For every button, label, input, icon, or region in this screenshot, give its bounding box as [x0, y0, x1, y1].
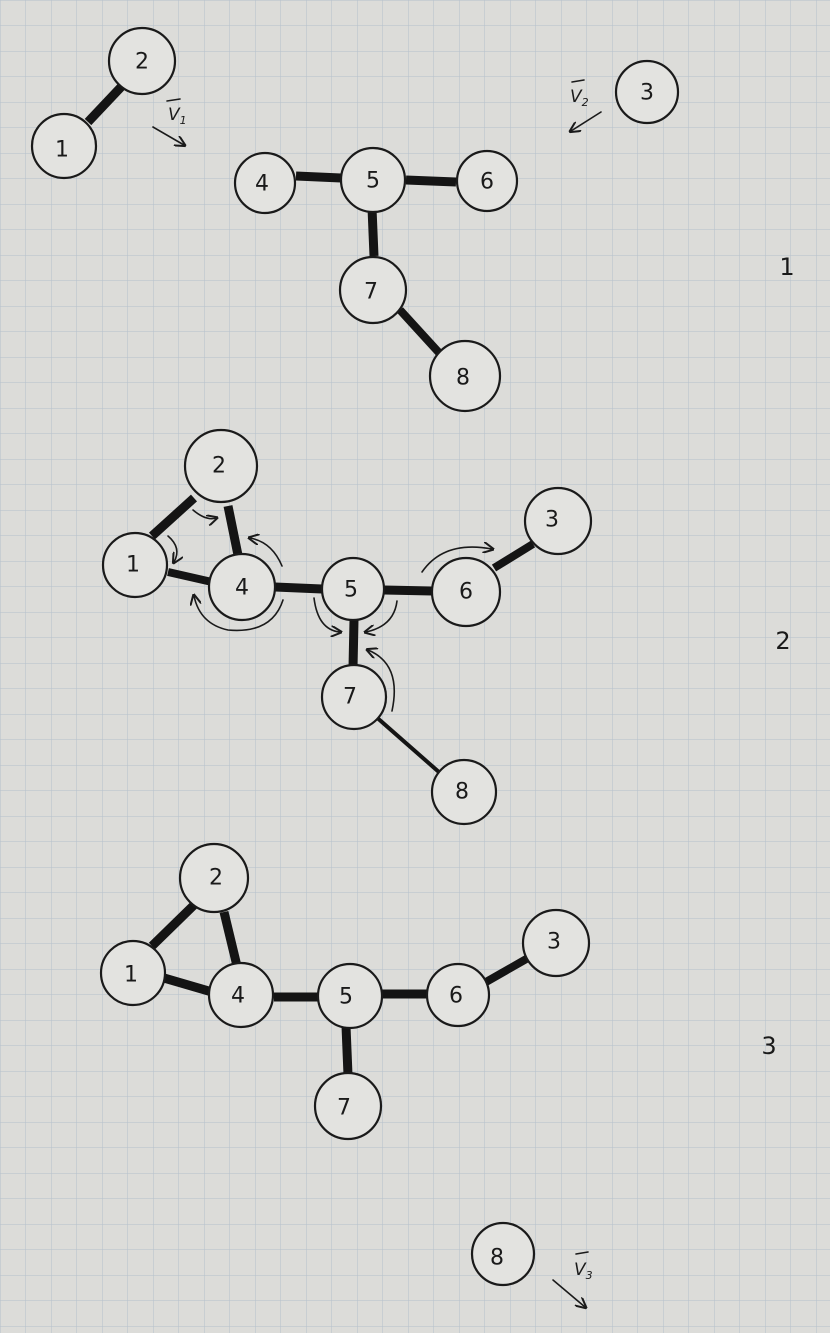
atom-6: 6: [430, 556, 502, 628]
atom-5: 5: [320, 556, 386, 622]
svg-text:5: 5: [339, 985, 353, 1010]
svg-text:7: 7: [337, 1096, 351, 1121]
svg-text:5: 5: [344, 578, 358, 603]
atom-4: 4: [233, 151, 297, 215]
v1-arrow: [152, 126, 184, 145]
atom-4: 4: [207, 552, 277, 622]
svg-text:6: 6: [449, 984, 463, 1009]
v2-arrow: [571, 111, 602, 131]
v3-overbar: [575, 1251, 589, 1255]
svg-text:7: 7: [364, 280, 378, 305]
bond-1-2: [84, 82, 126, 126]
atom-6: 6: [455, 149, 519, 213]
stage-label-1: 1: [779, 253, 794, 281]
bond-1-4: [167, 568, 213, 586]
motion-arrow-4-top: [250, 538, 283, 567]
svg-text:5: 5: [366, 169, 380, 194]
bond-7-8: [372, 713, 442, 775]
atom-3: 3: [521, 908, 591, 978]
svg-text:6: 6: [459, 580, 473, 605]
v3-arrow: [552, 1279, 585, 1307]
velocity-v1: V1: [152, 98, 187, 145]
atom-7: 7: [338, 255, 408, 325]
bond-2-4: [223, 505, 244, 561]
atom-2: 2: [107, 26, 177, 96]
atom-8: 8: [470, 1221, 536, 1287]
stage-label-2: 2: [775, 627, 790, 655]
atom-6: 6: [425, 962, 491, 1028]
atom-4: 4: [207, 961, 275, 1029]
atom-2: 2: [183, 428, 259, 504]
atom-5: 5: [339, 146, 407, 214]
bond-1-2: [148, 901, 198, 950]
motion-arrow-6-top: [421, 547, 492, 573]
bond-2-4: [219, 910, 242, 968]
svg-text:3: 3: [640, 81, 654, 106]
svg-text:2: 2: [212, 454, 226, 479]
v1-overbar: [166, 98, 181, 102]
v3-label: V3: [574, 1260, 593, 1282]
bond-5-7: [348, 619, 359, 669]
svg-text:8: 8: [456, 366, 470, 391]
bond-5-7: [341, 1025, 353, 1076]
atom-1: 1: [99, 939, 167, 1007]
svg-text:3: 3: [545, 508, 559, 533]
motion-arrow-5-left: [313, 597, 340, 632]
atom-7: 7: [320, 663, 388, 731]
svg-text:4: 4: [255, 172, 269, 197]
motion-arrow-2-to-4: [192, 509, 216, 519]
svg-text:8: 8: [490, 1246, 504, 1271]
stage-3: 1 2 3 4 5 6 7 8 V3 3: [99, 842, 777, 1307]
bond-4-5: [274, 582, 323, 594]
bond-5-6: [383, 585, 433, 596]
svg-text:2: 2: [135, 50, 149, 75]
svg-text:8: 8: [455, 780, 469, 805]
atom-5: 5: [316, 962, 384, 1030]
svg-text:4: 4: [235, 576, 249, 601]
motion-arrow-7-right: [368, 650, 396, 712]
motion-arrow-4-bottom: [194, 596, 284, 632]
bond-7-8: [397, 307, 445, 359]
bond-6-3: [484, 954, 530, 986]
bond-5-7: [367, 207, 379, 257]
atom-2: 2: [178, 842, 250, 914]
stage-2: 1 2 3 4 5 6 7 8 2: [101, 428, 791, 826]
bond-1-4: [162, 973, 214, 997]
atom-7: 7: [313, 1071, 383, 1141]
svg-text:6: 6: [480, 170, 494, 195]
svg-text:4: 4: [231, 984, 245, 1009]
svg-text:1: 1: [55, 138, 69, 163]
velocity-v3: V3: [552, 1251, 593, 1307]
atom-1: 1: [101, 531, 169, 599]
bond-1-2: [148, 494, 198, 540]
v2-label: V2: [570, 87, 589, 109]
bond-6-3: [491, 540, 536, 572]
v1-label: V1: [168, 105, 187, 127]
svg-text:3: 3: [547, 930, 561, 955]
atom-3: 3: [614, 59, 680, 125]
svg-text:1: 1: [124, 963, 138, 988]
bond-5-6: [405, 175, 457, 187]
atom-8: 8: [428, 339, 502, 413]
motion-arrow-1-down: [167, 535, 177, 562]
stage-1: 1 2 3 4 5 6 7 8 V1 V2 1: [30, 26, 795, 413]
atom-3: 3: [523, 486, 593, 556]
stage-label-3: 3: [761, 1032, 776, 1060]
v2-overbar: [571, 79, 585, 83]
motion-arrow-5-right: [366, 600, 398, 632]
atom-1: 1: [30, 112, 98, 180]
bond-4-5: [295, 171, 342, 183]
svg-text:1: 1: [126, 553, 140, 578]
velocity-v2: V2: [570, 79, 602, 131]
svg-text:7: 7: [343, 685, 357, 710]
atom-8: 8: [430, 758, 498, 826]
svg-text:2: 2: [209, 866, 223, 891]
